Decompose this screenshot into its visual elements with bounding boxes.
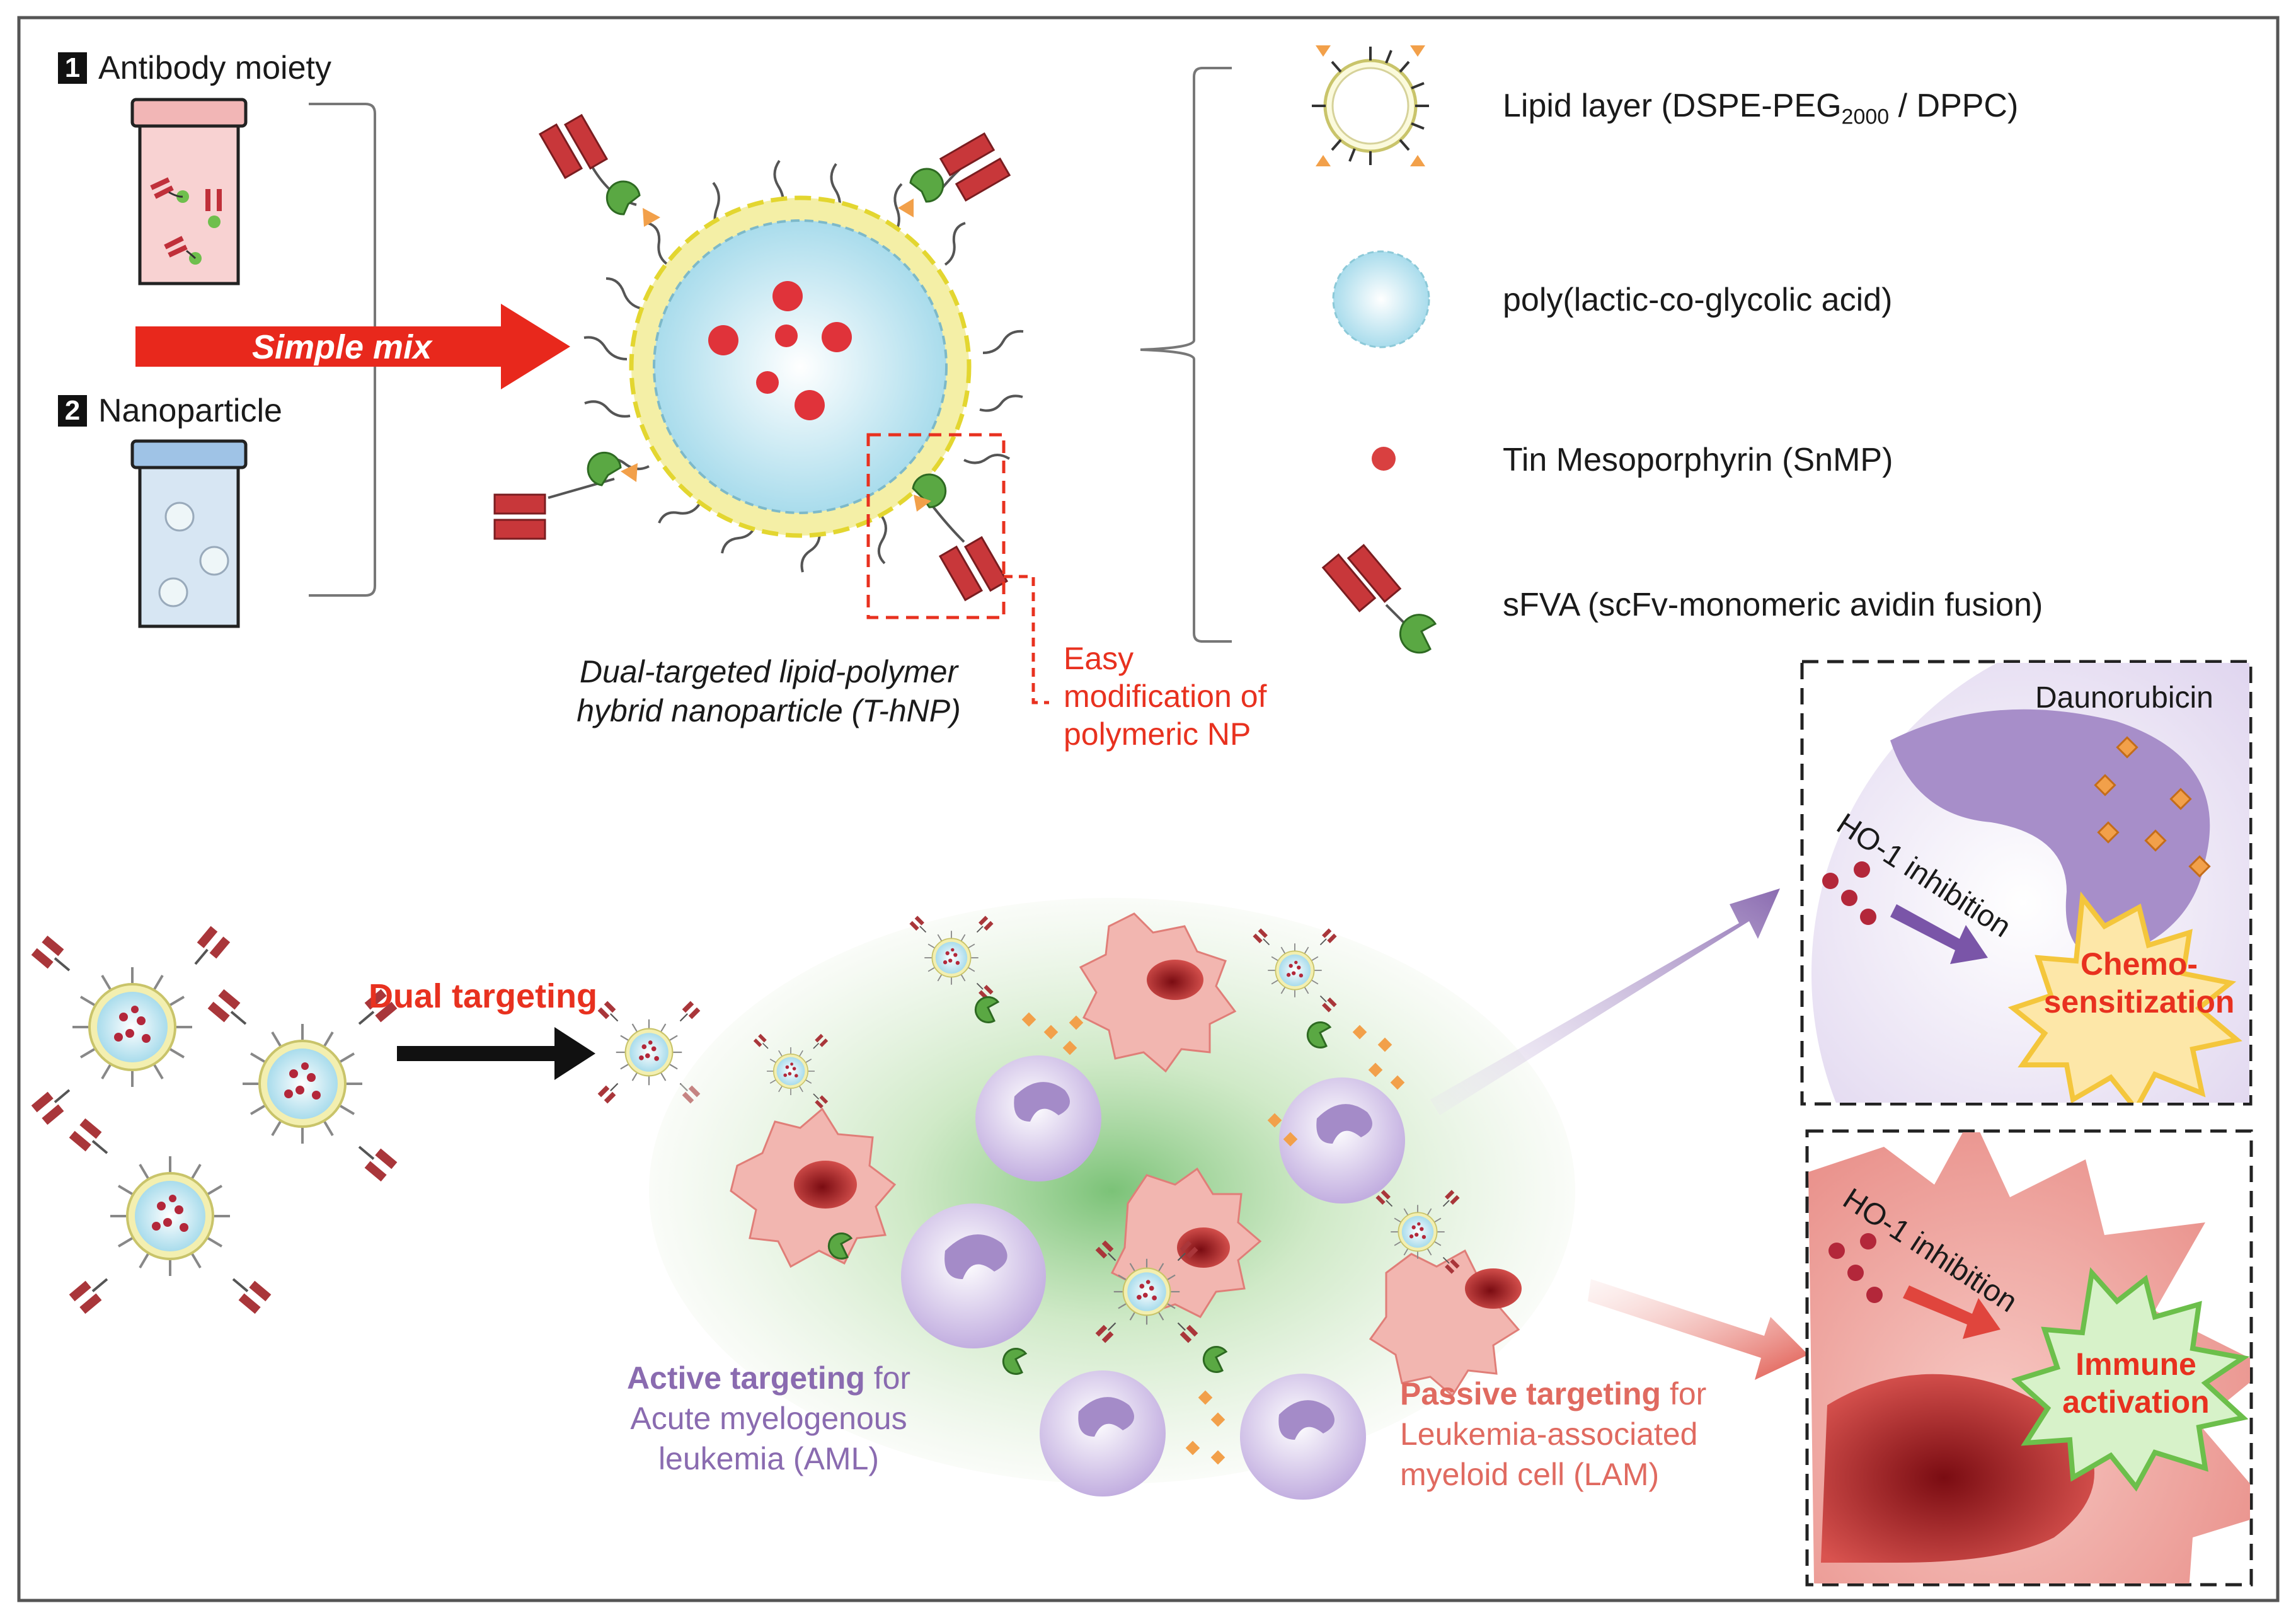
active-targeting-bold: Active targeting bbox=[626, 1360, 865, 1396]
lipid-layer-icon bbox=[1312, 45, 1429, 166]
step-1-heading: 1 Antibody moiety bbox=[58, 49, 331, 87]
plga-core-icon bbox=[1332, 250, 1430, 348]
chemosensitization-label: Chemo- sensitization bbox=[2032, 945, 2246, 1021]
microenvironment-ellipse bbox=[649, 898, 1575, 1484]
step-number-1: 1 bbox=[58, 52, 87, 84]
immune-activation-line1: Immune bbox=[2075, 1347, 2196, 1382]
immune-activation-label: Immune activation bbox=[2032, 1345, 2240, 1421]
passive-targeting-line2: Leukemia-associated bbox=[1400, 1416, 1698, 1452]
callout-box bbox=[866, 433, 1006, 619]
burst-icon bbox=[2011, 1267, 2250, 1492]
leukemia-cell-icon bbox=[975, 1055, 1101, 1181]
active-targeting-line2: Acute myelogenous bbox=[630, 1401, 907, 1436]
sfva-icon bbox=[827, 996, 1332, 1375]
nanoparticle-icon bbox=[30, 924, 232, 1127]
chemosensitization-panel bbox=[1800, 660, 2253, 1106]
passive-targeting-line3: myeloid cell (LAM) bbox=[1400, 1457, 1660, 1492]
daunorubicin-label: Daunorubicin bbox=[2035, 681, 2213, 715]
callout-line bbox=[1004, 575, 1049, 704]
legend-lipid-text: Lipid layer (DSPE-PEG bbox=[1503, 88, 1842, 124]
hybrid-np-caption-line1: Dual-targeted lipid-polymer bbox=[579, 654, 958, 689]
step-number-2: 2 bbox=[58, 395, 87, 427]
legend-lipid-suffix: / DPPC) bbox=[1889, 88, 2019, 124]
active-targeting-line3: leukemia (AML) bbox=[658, 1441, 880, 1476]
nanoparticle-icon bbox=[206, 987, 399, 1183]
dual-targeting-label: Dual targeting bbox=[369, 977, 598, 1015]
legend-snmp: Tin Mesoporphyrin (SnMP) bbox=[1503, 442, 1893, 478]
legend-bracket bbox=[1140, 67, 1232, 643]
burst-icon bbox=[2007, 891, 2242, 1103]
chemosensitization-line2: sensitization bbox=[2043, 984, 2235, 1020]
nanoparticle-icon bbox=[67, 1117, 273, 1316]
immune-activation-panel bbox=[1805, 1129, 2253, 1587]
active-targeting-label: Active targeting for Acute myelogenous l… bbox=[554, 1358, 983, 1479]
vial-icon bbox=[130, 439, 248, 628]
arrow-icon bbox=[1890, 904, 1988, 964]
passive-targeting-bold: Passive targeting bbox=[1400, 1376, 1662, 1411]
legend-lipid: Lipid layer (DSPE-PEG2000 / DPPC) bbox=[1503, 87, 2018, 129]
myeloid-cell-icon bbox=[730, 1107, 897, 1268]
legend-sfva: sFVA (scFv-monomeric avidin fusion) bbox=[1503, 587, 2043, 623]
snmp-dot-icon bbox=[1372, 447, 1396, 471]
legend-plga: poly(lactic-co-glycolic acid) bbox=[1503, 282, 1893, 318]
chemosensitization-line1: Chemo- bbox=[2080, 946, 2198, 982]
hybrid-np-caption-line2: hybrid nanoparticle (T-hNP) bbox=[577, 693, 961, 728]
step-1-label: Antibody moiety bbox=[98, 50, 331, 86]
callout-line2: modification of bbox=[1064, 679, 1267, 714]
leukemia-cell-icon bbox=[1240, 1374, 1366, 1500]
arrow-icon bbox=[1588, 1279, 1808, 1380]
myeloid-cell-icon bbox=[1079, 912, 1237, 1073]
arrow-icon bbox=[1903, 1285, 2000, 1339]
step-2-heading: 2 Nanoparticle bbox=[58, 392, 282, 430]
callout-line1: Easy bbox=[1064, 641, 1134, 676]
passive-targeting-for: for bbox=[1661, 1376, 1707, 1411]
dual-targeting-arrow bbox=[397, 1027, 595, 1080]
figure-frame bbox=[17, 16, 2280, 1602]
passive-targeting-label: Passive targeting for Leukemia-associate… bbox=[1400, 1374, 1706, 1495]
callout-text: Easy modification of polymeric NP bbox=[1064, 640, 1266, 753]
step-2-label: Nanoparticle bbox=[98, 393, 282, 429]
legend-lipid-subscript: 2000 bbox=[1841, 105, 1890, 129]
hybrid-nanoparticle bbox=[493, 113, 1024, 602]
leukemia-cell-icon bbox=[901, 1204, 1046, 1348]
callout-line3: polymeric NP bbox=[1064, 716, 1251, 752]
daunorubicin-marker bbox=[1021, 1012, 1405, 1465]
sfva-icon bbox=[1321, 544, 1437, 654]
simple-mix-arrow bbox=[135, 304, 570, 389]
vial-icon bbox=[130, 98, 248, 285]
simple-mix-label: Simple mix bbox=[252, 328, 432, 366]
hybrid-np-caption: Dual-targeted lipid-polymer hybrid nanop… bbox=[529, 652, 1008, 730]
myeloid-cell-icon bbox=[1369, 1249, 1522, 1398]
leukemia-cell-icon bbox=[1040, 1370, 1166, 1496]
immune-activation-line2: activation bbox=[2062, 1384, 2210, 1420]
leukemia-cell-icon bbox=[1279, 1077, 1405, 1204]
arrow-icon bbox=[1430, 888, 1780, 1115]
active-targeting-for: for bbox=[864, 1360, 911, 1396]
